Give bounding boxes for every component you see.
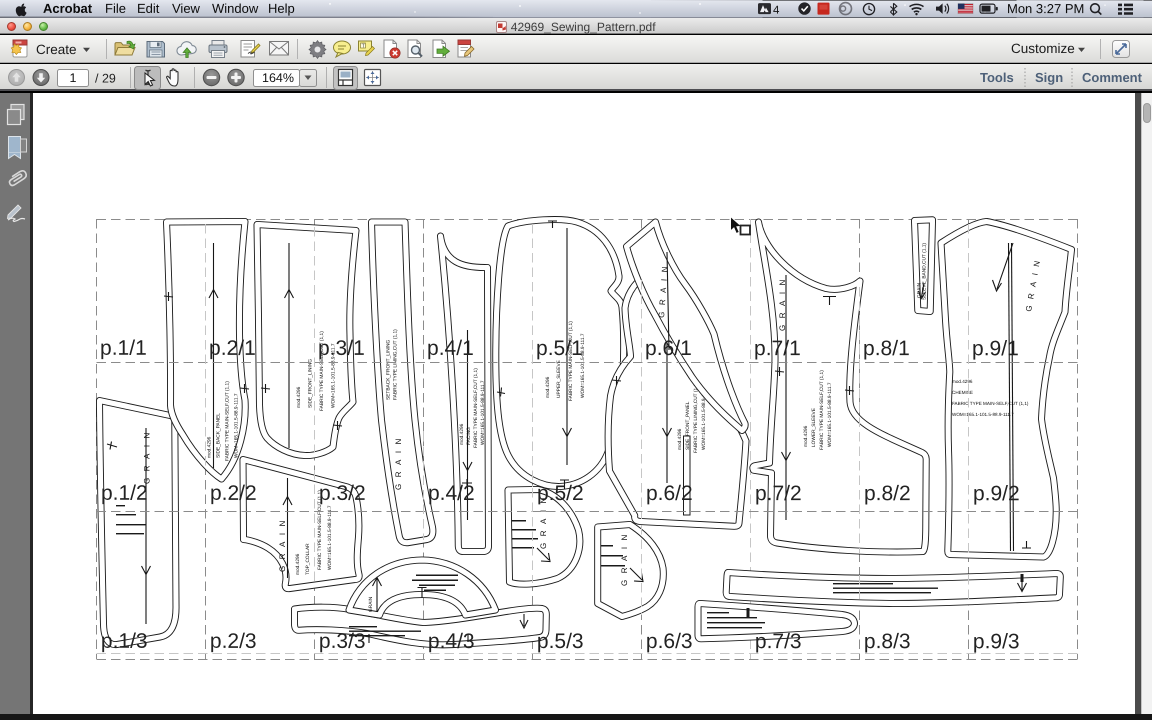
svg-text:Customize: Customize	[1011, 41, 1075, 56]
svg-text:p.9/1: p.9/1	[972, 337, 1019, 360]
svg-text:FABRIC TYPE MAIN-SELF,CUT (1,1: FABRIC TYPE MAIN-SELF,CUT (1,1)	[819, 370, 825, 450]
svg-text:mod.4296: mod.4296	[459, 423, 465, 445]
svg-text:p.5/1: p.5/1	[536, 337, 583, 360]
svg-text:p.4/1: p.4/1	[427, 337, 474, 360]
svg-text:mod.4296: mod.4296	[207, 436, 213, 458]
svg-text:TOP_COLLAR: TOP_COLLAR	[305, 543, 311, 575]
svg-text:mod.4296: mod.4296	[296, 386, 302, 408]
svg-text:SETBACK_FRONT_LINING: SETBACK_FRONT_LINING	[386, 339, 392, 400]
svg-text:p.2/2: p.2/2	[210, 482, 257, 505]
svg-text:WOM=165.1-101.5-88.9-111.7: WOM=165.1-101.5-88.9-111.7	[331, 343, 337, 408]
svg-text:Tools: Tools	[980, 70, 1014, 85]
svg-text:164%: 164%	[262, 71, 294, 85]
svg-text:WOM=165.1-101.5-88.9-111.7: WOM=165.1-101.5-88.9-111.7	[327, 505, 333, 570]
svg-text:/ 29: / 29	[95, 72, 116, 86]
svg-text:GRAIN: GRAIN	[917, 282, 923, 298]
svg-text:p.3/1: p.3/1	[318, 337, 365, 360]
svg-text:T: T	[362, 44, 366, 50]
svg-text:FABRIC TYPE MAIN-SELF,CUT (1,1: FABRIC TYPE MAIN-SELF,CUT (1,1)	[225, 381, 231, 461]
svg-text:GRAIN: GRAIN	[368, 596, 374, 612]
svg-text:GRAIN: GRAIN	[620, 528, 629, 586]
svg-text:1: 1	[70, 71, 77, 85]
svg-text:p.2/3: p.2/3	[210, 630, 257, 653]
svg-text:FABRIC TYPE MAIN-SELF,CUT (1,1: FABRIC TYPE MAIN-SELF,CUT (1,1)	[317, 490, 323, 570]
svg-text:p.6/3: p.6/3	[646, 630, 693, 653]
svg-text:Sign: Sign	[1035, 70, 1063, 85]
svg-text:FABRIC TYPE MAIN-SELF,CUT (1,1: FABRIC TYPE MAIN-SELF,CUT (1,1)	[473, 368, 479, 448]
svg-text:p.3/3: p.3/3	[319, 630, 366, 653]
svg-text:GRAIN: GRAIN	[539, 491, 548, 549]
svg-text:FABRIC TYPE MAIN-SELF,CUT (1,1: FABRIC TYPE MAIN-SELF,CUT (1,1)	[952, 401, 1029, 406]
svg-text:p.8/3: p.8/3	[864, 630, 911, 653]
svg-text:mod.4296: mod.4296	[803, 425, 809, 447]
svg-text:p.9/2: p.9/2	[973, 482, 1020, 505]
svg-text:p.1/2: p.1/2	[101, 482, 148, 505]
svg-text:p.7/3: p.7/3	[755, 630, 802, 653]
svg-text:p.4/2: p.4/2	[428, 482, 475, 505]
svg-text:WOM=165.1-101.5-88.9-111.7: WOM=165.1-101.5-88.9-111.7	[234, 393, 240, 458]
svg-text:GRAIN: GRAIN	[278, 514, 287, 572]
svg-text:p.6/1: p.6/1	[645, 337, 692, 360]
svg-text:p.3/2: p.3/2	[319, 482, 366, 505]
svg-text:p.2/1: p.2/1	[209, 337, 256, 360]
svg-text:p.8/2: p.8/2	[864, 482, 911, 505]
svg-text:mod.4296: mod.4296	[295, 553, 301, 575]
svg-text:p.9/3: p.9/3	[973, 630, 1020, 653]
svg-text:FACING: FACING	[466, 427, 472, 445]
svg-text:mod.4296: mod.4296	[545, 376, 551, 398]
svg-text:p.8/1: p.8/1	[863, 337, 910, 360]
svg-text:mod.4296: mod.4296	[952, 379, 973, 384]
svg-text:SIDE_BACK_PANEL: SIDE_BACK_PANEL	[216, 413, 222, 458]
svg-text:WOM=165.1-101.5-88.9-111.7: WOM=165.1-101.5-88.9-111.7	[827, 382, 833, 447]
svg-text:p.7/1: p.7/1	[754, 337, 801, 360]
svg-text:p.7/2: p.7/2	[755, 482, 802, 505]
svg-text:WOM=165.1-101.5-88.9-111.7: WOM=165.1-101.5-88.9-111.7	[701, 385, 707, 450]
svg-text:p.5/2: p.5/2	[537, 482, 584, 505]
svg-text:GRAIN: GRAIN	[394, 432, 403, 490]
svg-text:GRAIN: GRAIN	[657, 260, 670, 318]
svg-text:UPPER_SLEEVE: UPPER_SLEEVE	[556, 360, 562, 398]
svg-text:FABRIC TYPE MAIN-SELF,CUT (1,1: FABRIC TYPE MAIN-SELF,CUT (1,1)	[319, 331, 325, 411]
svg-text:GRAIN: GRAIN	[143, 426, 152, 484]
svg-text:WOM=165.1-101.5-88.9-111.7: WOM=165.1-101.5-88.9-111.7	[580, 333, 586, 398]
svg-text:SLEEVE_BAND,CUT (1,1): SLEEVE_BAND,CUT (1,1)	[922, 243, 928, 300]
svg-text:p.4/3: p.4/3	[428, 630, 475, 653]
svg-text:FABRIC TYPE MAIN-SELF,CUT (1,1: FABRIC TYPE MAIN-SELF,CUT (1,1)	[568, 321, 574, 401]
svg-text:4: 4	[773, 5, 780, 17]
svg-text:CHEMISE: CHEMISE	[952, 390, 973, 395]
svg-text:LOWER_SLEEVE: LOWER_SLEEVE	[811, 408, 817, 447]
svg-text:SIDE_FRONT_PANEL: SIDE_FRONT_PANEL	[685, 401, 691, 450]
svg-text:SIDE_FRONT_LINING: SIDE_FRONT_LINING	[308, 359, 314, 408]
svg-text:FABRIC TYPE LINING,CUT (1,1): FABRIC TYPE LINING,CUT (1,1)	[393, 329, 399, 400]
svg-text:p.1/1: p.1/1	[100, 337, 147, 360]
svg-text:WOM=165.1-101.5-88.9-111.7: WOM=165.1-101.5-88.9-111.7	[480, 380, 486, 445]
svg-text:p.6/2: p.6/2	[646, 482, 693, 505]
svg-text:WOM=165.1-101.5-88.9-111.7: WOM=165.1-101.5-88.9-111.7	[952, 412, 1014, 417]
svg-text:Create: Create	[36, 42, 77, 57]
svg-text:GRAIN: GRAIN	[778, 273, 787, 331]
svg-text:Comment: Comment	[1082, 70, 1143, 85]
svg-text:FABRIC TYPE LINING,CUT (1,1): FABRIC TYPE LINING,CUT (1,1)	[693, 382, 699, 453]
svg-text:mod.4296: mod.4296	[677, 428, 683, 450]
svg-text:p.5/3: p.5/3	[537, 630, 584, 653]
svg-text:p.1/3: p.1/3	[101, 630, 148, 653]
